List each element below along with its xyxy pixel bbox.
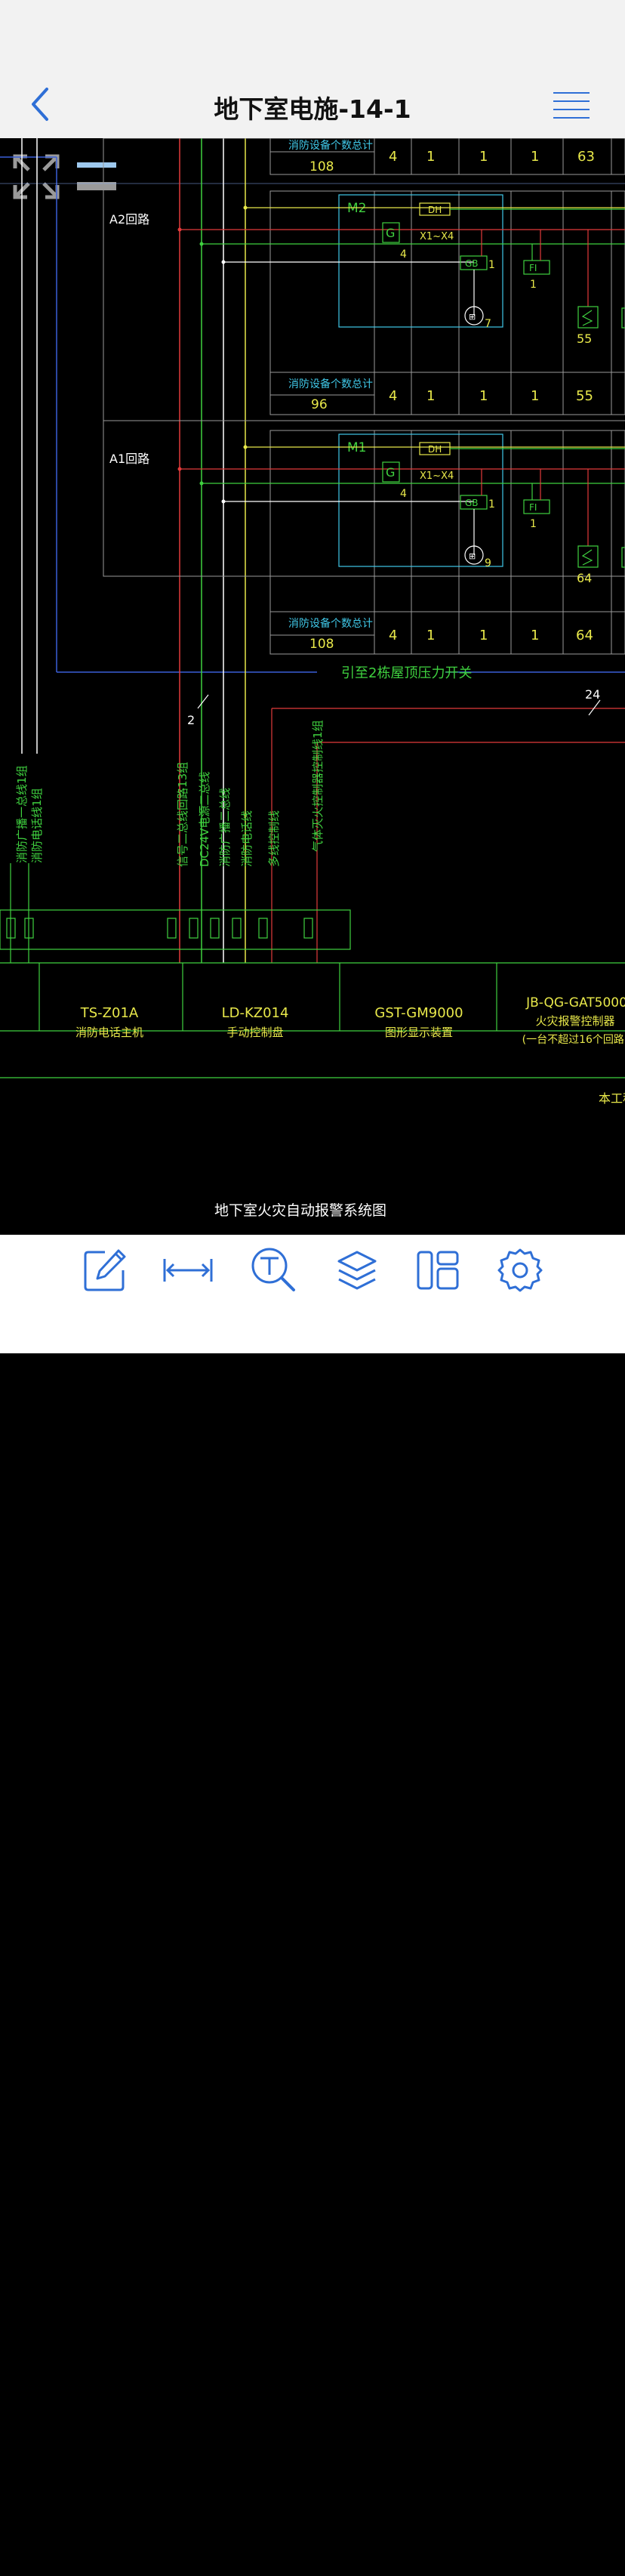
m1-gb: GB	[465, 498, 479, 508]
equipment-model-2: LD-KZ014	[222, 1005, 289, 1021]
cable-label-phone: 消防电话线	[240, 810, 254, 867]
m1-c3: 1	[479, 628, 488, 643]
equipment-desc-3: 图形显示装置	[385, 1026, 453, 1039]
m2-c1: 4	[389, 388, 397, 404]
m2-g-count: 4	[400, 248, 407, 261]
bell-icon: ⊞	[469, 312, 476, 322]
settings-button[interactable]	[494, 1244, 546, 1297]
top-c3: 1	[479, 149, 488, 165]
layers-button[interactable]	[331, 1244, 383, 1297]
module-m2-label: M2	[347, 201, 366, 216]
m1-dh: DH	[428, 444, 442, 455]
back-button[interactable]	[27, 85, 57, 124]
wire-count-2: 2	[187, 713, 195, 727]
drawing-canvas[interactable]: 消防设备个数总计 108 4 1 1 1 63 M2 A2回路 D	[0, 138, 625, 1235]
fullscreen-icon[interactable]	[11, 153, 60, 203]
text-search-button[interactable]	[248, 1244, 300, 1297]
m1-c5: 64	[576, 628, 593, 643]
m2-c3: 1	[479, 388, 488, 404]
m2-c5: 55	[576, 388, 593, 404]
m1-fi: FI	[529, 502, 537, 513]
m2-fi-count: 1	[530, 279, 537, 291]
edit-button[interactable]	[79, 1244, 131, 1297]
cable-label-multi: 多线控制线	[267, 810, 281, 867]
cable-label-left2: 消防电话线1组	[30, 788, 44, 863]
wire-count-24: 24	[585, 687, 600, 702]
m1-fi-count: 1	[530, 518, 537, 530]
right-note: 本工程	[599, 1091, 625, 1106]
m1-c2: 1	[426, 628, 435, 643]
module-m1-label: M1	[347, 440, 366, 455]
m1-x1x4: X1~X4	[420, 470, 454, 482]
m1-s-count: 64	[577, 571, 592, 585]
equipment-model-3: GST-GM9000	[374, 1005, 463, 1021]
m1-g-count: 4	[400, 488, 407, 500]
cad-drawing: 消防设备个数总计 108 4 1 1 1 63 M2 A2回路 D	[0, 138, 625, 1219]
layers-icon	[337, 1251, 377, 1290]
m2-c4: 1	[531, 388, 539, 404]
measure-button[interactable]	[162, 1244, 214, 1297]
pressure-switch-note: 引至2栋屋顶压力开关	[341, 665, 472, 681]
layout-icon	[417, 1251, 459, 1290]
cable-label-gas: 气体灭火控制器控制线1组	[311, 720, 325, 852]
equipment-desc-2: 手动控制盘	[226, 1026, 283, 1039]
layer-toggle-icon[interactable]	[77, 162, 116, 190]
measure-icon	[163, 1259, 213, 1282]
menu-button[interactable]	[553, 91, 590, 119]
m2-s-count: 55	[577, 332, 592, 346]
m1-bell-count: 9	[485, 557, 491, 569]
cable-label-left1: 消防广播一总线1组	[15, 765, 29, 863]
top-c2: 1	[426, 149, 435, 165]
top-c1: 4	[389, 149, 397, 165]
chevron-left-icon	[32, 88, 48, 121]
home-indicator[interactable]	[202, 2568, 423, 2576]
m2-g: G	[386, 226, 395, 240]
top-c5: 63	[577, 149, 595, 165]
summary-label-top: 消防设备个数总计	[288, 139, 373, 152]
m2-total: 96	[311, 397, 328, 412]
summary-label-m2: 消防设备个数总计	[288, 378, 373, 390]
navigation-bar: 地下室电施-14-1	[0, 0, 625, 138]
m1-g: G	[386, 465, 395, 480]
m2-dh: DH	[428, 205, 442, 215]
cable-label-dc24v: DC24V电源二总线	[198, 772, 211, 867]
settings-icon	[497, 1248, 543, 1292]
text-search-icon	[251, 1248, 295, 1291]
equipment-desc-1: 消防电话主机	[75, 1026, 143, 1039]
summary-label-m1: 消防设备个数总计	[288, 617, 373, 630]
m1-total: 108	[309, 637, 334, 652]
bell-icon: ⊞	[469, 551, 476, 561]
bottom-toolbar	[0, 1235, 625, 2576]
m2-gb-count: 1	[488, 259, 495, 271]
loop-a1-label: A1回路	[109, 452, 149, 466]
m2-bell-count: 7	[485, 318, 491, 330]
m1-c4: 1	[531, 628, 539, 643]
equipment-model-4: JB-QG-GAT5000	[525, 995, 625, 1010]
m2-gb: GB	[465, 258, 479, 269]
m2-fi: FI	[529, 263, 537, 273]
m1-c1: 4	[389, 628, 397, 643]
diagram-title: 地下室火灾自动报警系统图	[214, 1202, 386, 1219]
cable-label-signal: 信号二总线回路13组	[176, 762, 189, 867]
page-title: 地下室电施-14-1	[214, 94, 411, 124]
equipment-model-1: TS-Z01A	[80, 1005, 139, 1021]
top-total: 108	[309, 159, 334, 174]
m2-c2: 1	[426, 388, 435, 404]
equipment-desc-4: 火灾报警控制器	[535, 1014, 614, 1028]
m1-gb-count: 1	[488, 498, 495, 511]
cable-label-broadcast: 消防广播二总线	[218, 788, 232, 867]
layout-button[interactable]	[411, 1244, 464, 1297]
top-c4: 1	[531, 149, 539, 165]
edit-icon	[84, 1249, 126, 1291]
m2-x1x4: X1~X4	[420, 231, 454, 242]
equipment-note-4: (一台不超过16个回路)	[522, 1034, 625, 1046]
menu-icon	[553, 92, 590, 119]
loop-a2-label: A2回路	[109, 212, 149, 227]
